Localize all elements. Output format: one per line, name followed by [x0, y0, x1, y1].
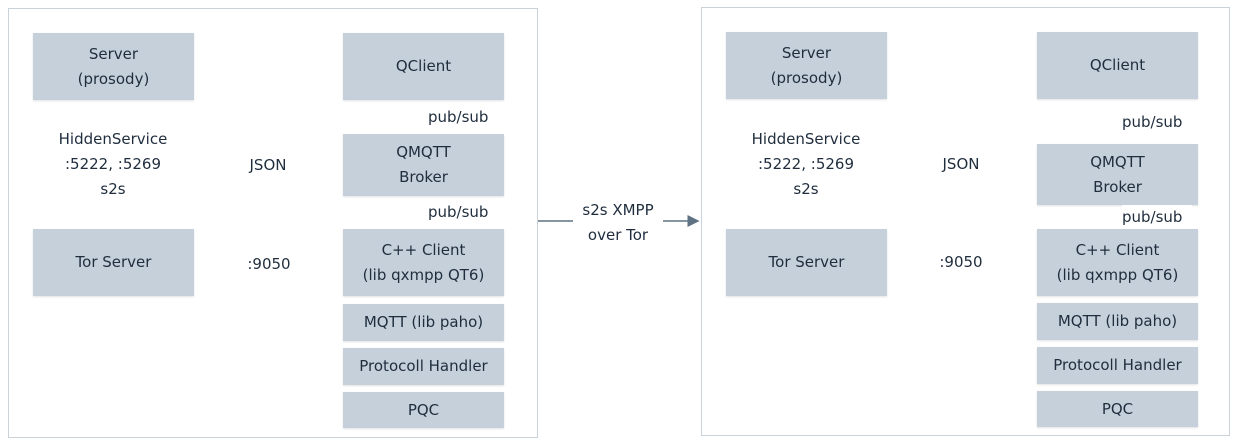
left-server-label: Server (prosody): [77, 44, 150, 88]
left-port-label: :9050: [245, 252, 293, 277]
left-pqc-label: PQC: [407, 400, 440, 419]
right-protocol-handler-box: Protocoll Handler: [1037, 347, 1198, 384]
left-mqtt-label: MQTT (lib paho): [363, 313, 484, 331]
left-pqc-box: PQC: [343, 392, 504, 428]
left-pubsub-bottom-label: pub/sub: [428, 200, 498, 225]
right-broker-label: QMQTT Broker: [1090, 152, 1145, 196]
left-json-label: JSON: [240, 153, 296, 178]
left-protocol-handler-box: Protocoll Handler: [343, 348, 504, 385]
middle-link-label: s2s XMPP over Tor: [573, 198, 663, 248]
right-pubsub-top-label: pub/sub: [1122, 110, 1192, 135]
left-qclient-label: QClient: [395, 57, 452, 75]
right-mqtt-box: MQTT (lib paho): [1037, 303, 1198, 340]
right-cpp-client-box: C++ Client (lib qxmpp QT6): [1037, 229, 1198, 296]
left-qclient-box: QClient: [343, 33, 504, 100]
left-protocol-handler-label: Protocoll Handler: [359, 357, 488, 375]
right-port-label: :9050: [937, 250, 985, 275]
right-hidden-service-label: HiddenService :5222, :5269 s2s: [741, 127, 871, 202]
right-qclient-box: QClient: [1037, 32, 1198, 99]
left-hidden-service-label: HiddenService :5222, :5269 s2s: [48, 127, 178, 202]
right-mqtt-label: MQTT (lib paho): [1057, 312, 1178, 330]
right-protocol-handler-label: Protocoll Handler: [1053, 356, 1182, 374]
right-pubsub-bottom-label: pub/sub: [1122, 205, 1192, 230]
left-tor-server-label: Tor Server: [75, 253, 152, 271]
left-pubsub-top-label: pub/sub: [428, 105, 498, 130]
left-cpp-client-label: C++ Client (lib qxmpp QT6): [362, 240, 485, 284]
right-cpp-client-label: C++ Client (lib qxmpp QT6): [1056, 240, 1179, 284]
right-pqc-box: PQC: [1037, 391, 1198, 427]
right-tor-server-box: Tor Server: [726, 229, 887, 296]
right-broker-box: QMQTT Broker: [1037, 144, 1198, 205]
left-server-box: Server (prosody): [33, 33, 194, 100]
right-pqc-label: PQC: [1101, 399, 1134, 418]
right-tor-server-label: Tor Server: [768, 253, 845, 271]
left-cpp-client-box: C++ Client (lib qxmpp QT6): [343, 229, 504, 296]
left-broker-box: QMQTT Broker: [343, 134, 504, 196]
left-mqtt-box: MQTT (lib paho): [343, 304, 504, 341]
right-server-label: Server (prosody): [770, 43, 843, 87]
left-tor-server-box: Tor Server: [33, 229, 194, 296]
right-server-box: Server (prosody): [726, 32, 887, 99]
left-broker-label: QMQTT Broker: [396, 143, 451, 186]
right-qclient-label: QClient: [1089, 56, 1146, 74]
right-json-label: JSON: [933, 152, 989, 177]
